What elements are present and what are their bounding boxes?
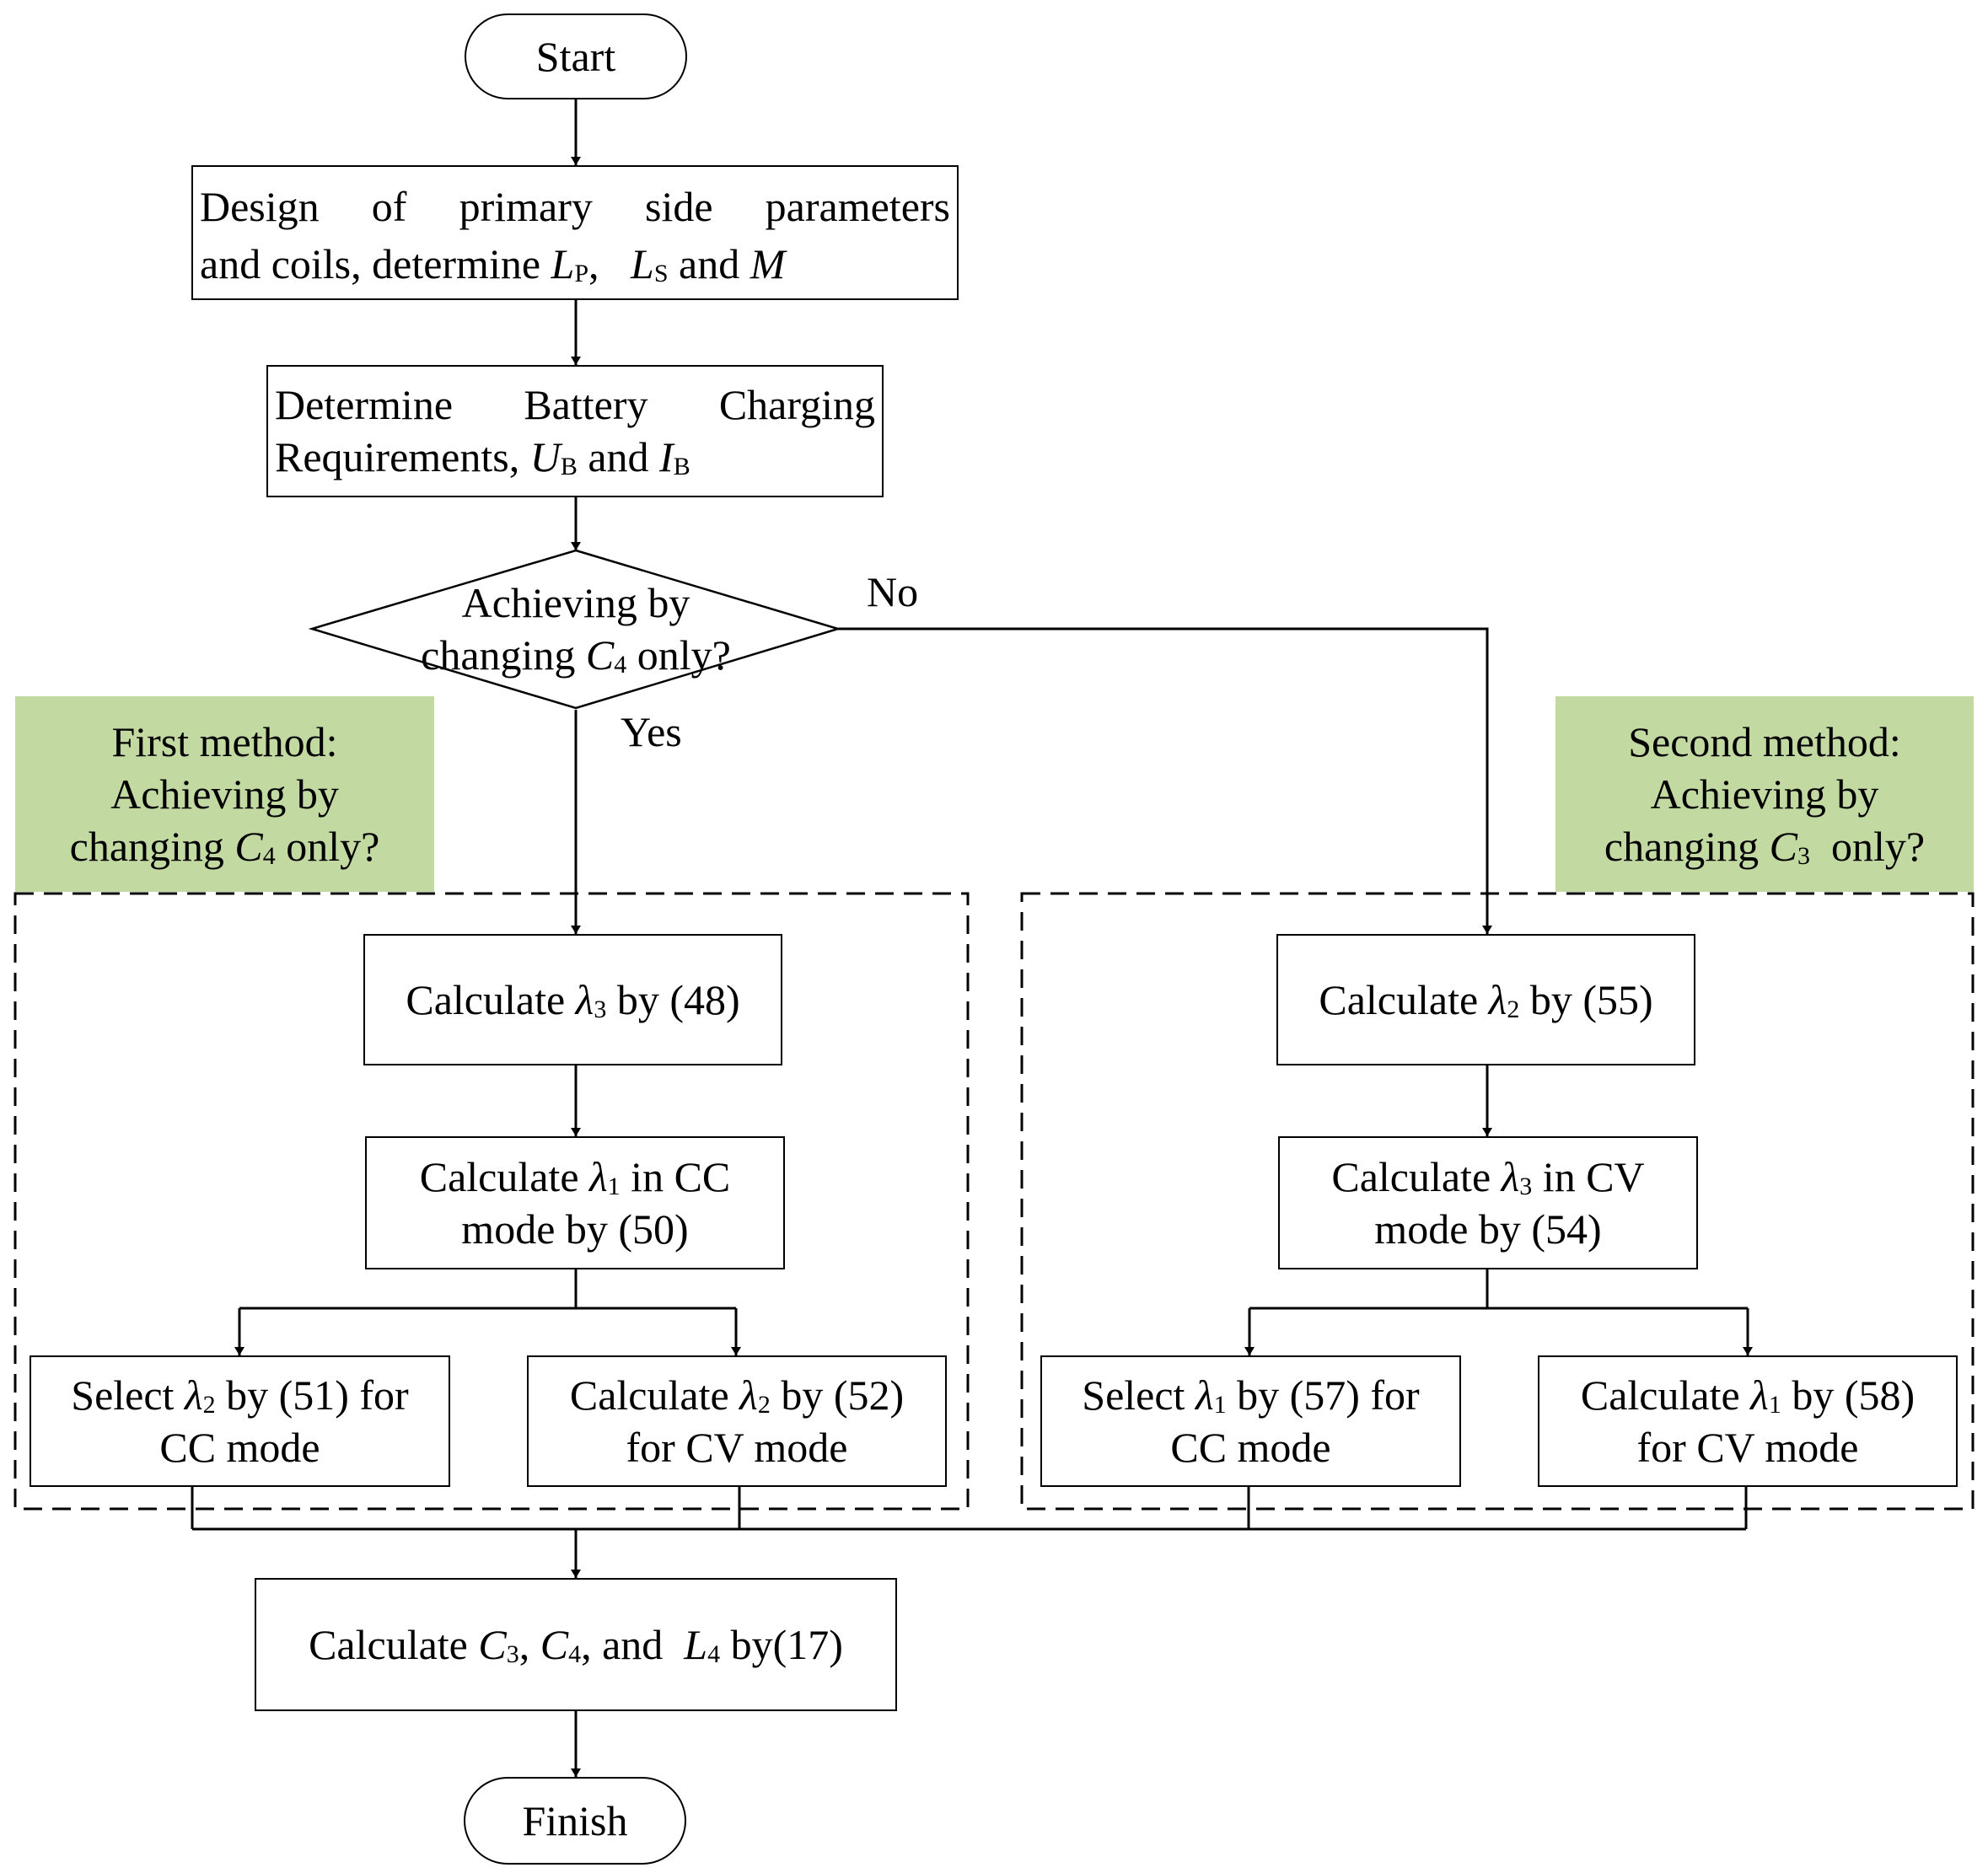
calculate-lambda3-box: Calculate λ3 by (48) <box>363 934 782 1065</box>
req-line-1: Determine Battery Charging <box>275 381 875 428</box>
start-terminal: Start <box>465 13 687 99</box>
calculate-lambda2-cv-box: Calculate λ2 by (52) for CV mode <box>527 1355 947 1487</box>
second-method-group <box>1020 892 1975 1511</box>
req-line-2: Requirements, UB and IB <box>275 433 690 480</box>
finish-label: Finish <box>522 1797 628 1844</box>
second-method-note: Second method: Achieving by changing C3 … <box>1555 696 1974 892</box>
yes-label: Yes <box>621 708 682 755</box>
calculate-lambda1-cc-box: Calculate λ1 in CC mode by (50) <box>365 1136 785 1269</box>
decision-text: Achieving by changing C4 only? <box>421 579 731 679</box>
no-label: No <box>867 568 919 615</box>
select-lambda2-cc-box: Select λ2 by (51) for CC mode <box>30 1355 450 1487</box>
start-label: Start <box>535 33 616 80</box>
select-lambda1-cc-box: Select λ1 by (57) for CC mode <box>1040 1355 1461 1487</box>
design-primary-box: Design of primary side parameters and co… <box>191 165 959 300</box>
calculate-c3-c4-l4-box: Calculate C3, C4, and L4 by(17) <box>255 1578 897 1711</box>
battery-requirements-box: Determine Battery Charging Requirements,… <box>266 365 884 497</box>
decision-diamond <box>308 549 842 710</box>
finish-terminal: Finish <box>464 1777 686 1865</box>
first-method-note: First method: Achieving by changing C4 o… <box>15 696 434 892</box>
design-line-2: and coils, determine LP, LS and M <box>200 240 786 287</box>
calculate-lambda1-cv-box: Calculate λ1 by (58) for CV mode <box>1538 1355 1958 1487</box>
design-line-1: Design of primary side parameters <box>200 183 950 230</box>
arrow-no-lam2 <box>838 627 1492 934</box>
first-method-group <box>13 892 970 1511</box>
calculate-lambda3-cv-box: Calculate λ3 in CV mode by (54) <box>1278 1136 1698 1269</box>
calculate-lambda2-box: Calculate λ2 by (55) <box>1276 934 1695 1065</box>
